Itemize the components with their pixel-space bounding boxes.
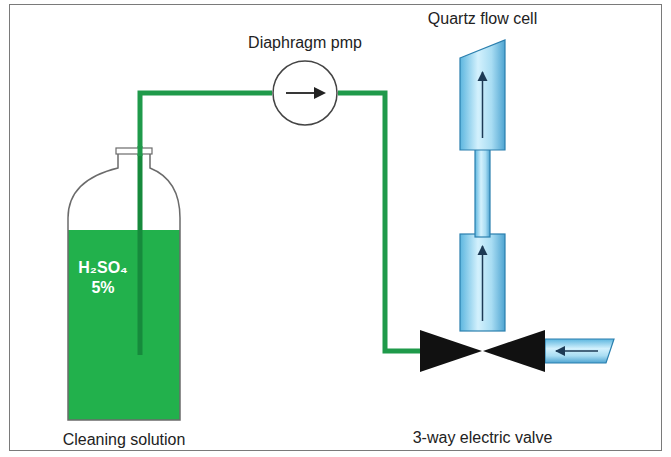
frame-border — [10, 5, 662, 451]
bottle-cap — [116, 148, 152, 154]
valve-left-wing — [420, 330, 482, 372]
tube-through-cap — [138, 146, 143, 156]
valve-label: 3-way electric valve — [413, 428, 553, 447]
flow-cell-arrow — [482, 72, 484, 138]
tube-line — [140, 93, 272, 150]
pump-label: Diaphragm pmp — [248, 33, 362, 52]
inlet-flow-arrow — [556, 350, 598, 352]
pump-arrow-head — [314, 87, 326, 99]
quartz-flow-cell: Quartz flow cell — [460, 40, 505, 235]
tube-line — [338, 93, 420, 351]
tube-connector — [460, 234, 505, 331]
pump-arrow-shaft — [286, 92, 316, 94]
diaphragm-pump: Diaphragm pmp — [272, 60, 338, 126]
reagent-bottle: H₂SO₄ 5%Cleaning solution — [68, 150, 180, 420]
diaphragm-pump-shape — [272, 60, 338, 126]
valve-right-wing — [483, 330, 545, 372]
pump-circle — [273, 61, 337, 125]
flow-cell-neck — [475, 145, 490, 237]
cleaning-liquid — [68, 230, 180, 420]
green-tube — [140, 93, 272, 150]
chemical-label: H₂SO₄ 5% — [72, 258, 134, 298]
bottle-outline — [68, 150, 180, 420]
flow-cell-label: Quartz flow cell — [428, 9, 537, 28]
flow-tube — [460, 234, 505, 331]
dip-tube — [138, 150, 143, 355]
quartz-flow-cell-shape — [460, 40, 505, 235]
three-way-valve: 3-way electric valve — [420, 330, 545, 372]
three-way-valve-shape — [420, 330, 545, 372]
inlet-pipe — [545, 339, 614, 363]
flow-arrow — [482, 246, 484, 321]
reagent-bottle-shape — [68, 150, 180, 420]
bottle-caption: Cleaning solution — [63, 430, 186, 449]
green-tube — [338, 93, 420, 351]
bottle-body — [68, 150, 180, 420]
flow-cell-tube — [460, 40, 505, 150]
